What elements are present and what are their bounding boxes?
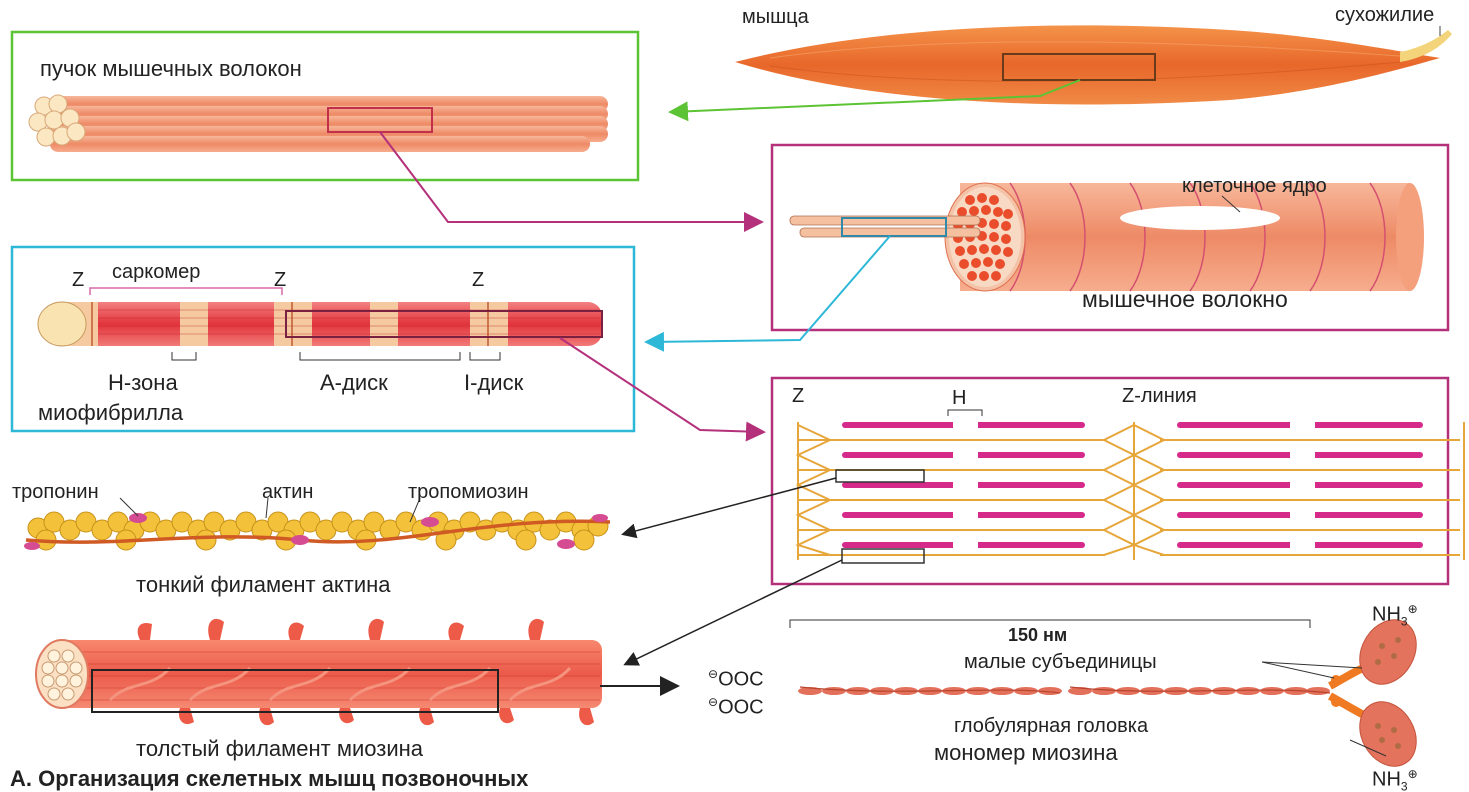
thin-filament-label: тонкий филамент актина: [136, 574, 391, 596]
nh3-top-label: NH3⊕: [1372, 603, 1418, 628]
ooc-bottom-label: ⊖OOC: [708, 696, 764, 718]
sarcomere-label: саркомер: [112, 262, 200, 282]
myofibril-label: миофибрилла: [38, 402, 183, 424]
sarcomere-h-label: H: [952, 388, 966, 408]
myosin-monomer-label: мономер миозина: [934, 742, 1118, 764]
troponin-label: тропонин: [12, 482, 99, 502]
muscle-fiber-label: мышечное волокно: [1082, 288, 1288, 311]
z-line-label: Z-линия: [1122, 386, 1197, 406]
a-disc-label: А-диск: [320, 372, 388, 394]
myofibril-shape: [38, 302, 602, 346]
tropomyosin-label: тропомиозин: [408, 482, 529, 502]
thick-filament-label: толстый филамент миозина: [136, 738, 423, 760]
h-zone-label: Н-зона: [108, 372, 178, 394]
i-disc-label: I-диск: [464, 372, 523, 394]
ooc-top-label: ⊖OOC: [708, 668, 764, 690]
tendon-label: сухожилие: [1335, 5, 1434, 25]
myofibril-z-label-2: Z: [274, 270, 286, 290]
muscle-label: мышца: [742, 7, 809, 27]
fiber-bundle-shape: [29, 95, 608, 152]
actin-label: актин: [262, 482, 313, 502]
nh3-bottom-label: NH3⊕: [1372, 768, 1418, 792]
diagram-caption: А. Организация скелетных мышц позвоночны…: [10, 768, 528, 790]
sarcomere-z-label: Z: [792, 386, 804, 406]
myofibril-z-label-1: Z: [72, 270, 84, 290]
myofibril-z-label-3: Z: [472, 270, 484, 290]
globular-head-label: глобулярная головка: [954, 716, 1148, 736]
small-subunits-label: малые субъединицы: [964, 652, 1157, 672]
length-150nm-label: 150 нм: [1008, 626, 1067, 644]
thick-filament-shape: [36, 619, 602, 725]
cell-nucleus-label: клеточное ядро: [1182, 176, 1327, 196]
arrow-to-thick-filament: [626, 560, 842, 664]
muscle-shape: [735, 25, 1440, 104]
thin-filament-shape: [24, 512, 610, 550]
fiber-bundle-label: пучок мышечных волокон: [40, 58, 302, 80]
